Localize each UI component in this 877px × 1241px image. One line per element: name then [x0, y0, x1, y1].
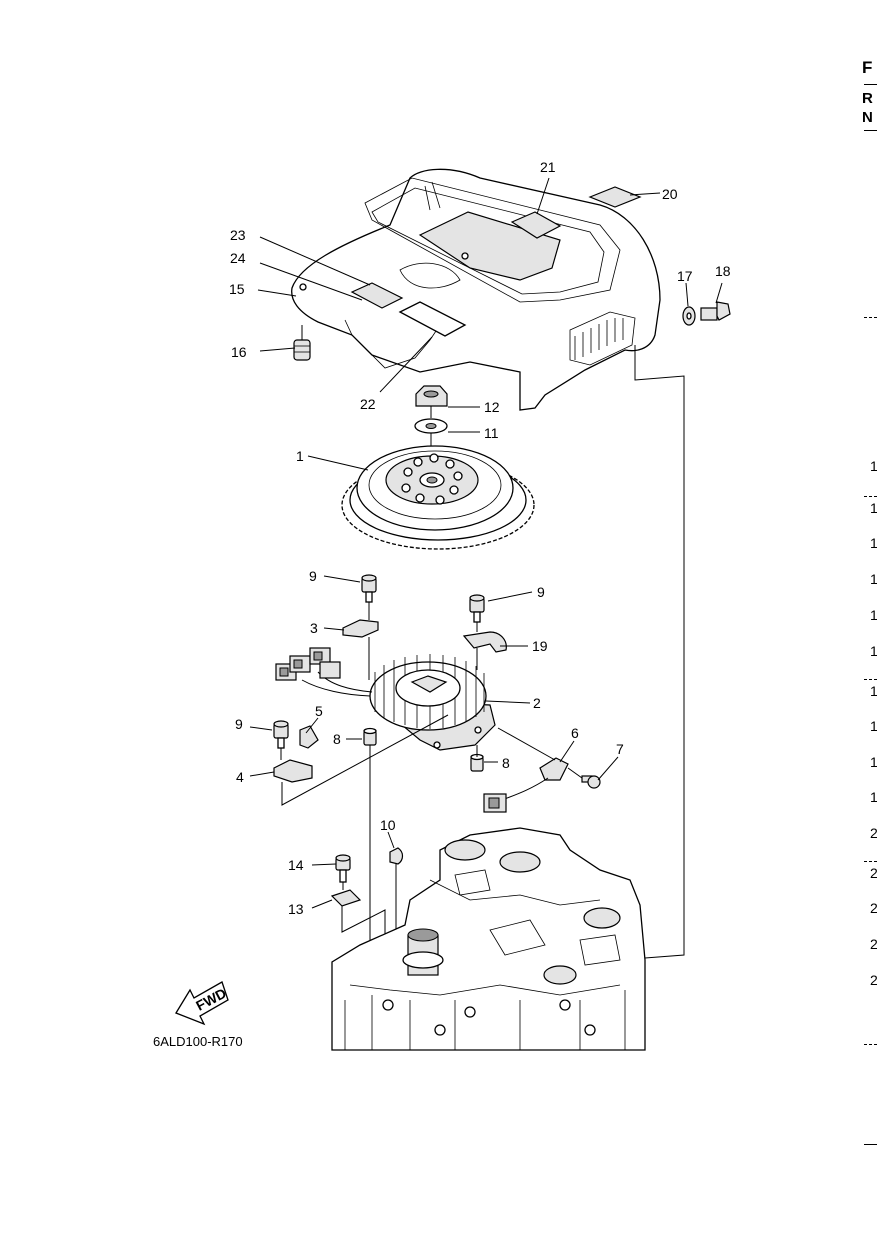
- edge-header-1: F: [862, 58, 873, 77]
- bracket-5: [299, 725, 319, 749]
- label-1: 1: [296, 448, 304, 464]
- label-4: 4: [236, 769, 244, 785]
- edge-tick: [864, 496, 877, 497]
- edge-number: 2: [870, 825, 877, 841]
- label-7: 7: [616, 741, 624, 757]
- label-21: 21: [540, 159, 556, 175]
- edge-rule-2: [864, 130, 877, 131]
- nut-12: [415, 385, 448, 407]
- edge-number: 2: [870, 936, 877, 952]
- edge-rule-1: [864, 84, 877, 85]
- label-decal-22: [398, 301, 467, 337]
- fwd-arrow-icon: FWD: [175, 981, 229, 1026]
- label-3: 3: [310, 620, 318, 636]
- woodruff-key-10: [389, 847, 404, 865]
- label-14: 14: [288, 857, 304, 873]
- edge-tick: [864, 679, 877, 680]
- label-16: 16: [231, 344, 247, 360]
- label-2: 2: [533, 695, 541, 711]
- leader-lines: [249, 177, 723, 909]
- bracket-4: [273, 759, 313, 783]
- edge-tick: [864, 1044, 877, 1045]
- edge-number: 1: [870, 683, 877, 699]
- edge-tick: [864, 861, 877, 862]
- label-12: 12: [484, 399, 500, 415]
- edge-number: 1: [870, 607, 877, 623]
- label-6: 6: [571, 725, 579, 741]
- label-17: 17: [677, 268, 693, 284]
- label-18: 18: [715, 263, 731, 279]
- label-9-left: 9: [235, 716, 243, 732]
- flywheel-cover: [291, 168, 661, 411]
- label-11: 11: [484, 425, 499, 441]
- bolt-9-top-left: [361, 574, 377, 603]
- edge-number: 1: [870, 754, 877, 770]
- lead-wire-holder-3: [342, 619, 379, 638]
- flywheel-1: [341, 445, 535, 550]
- label-8-right: 8: [502, 755, 510, 771]
- edge-tick: [864, 317, 877, 318]
- pulser-coil-6: [483, 757, 569, 813]
- edge-number: 2: [870, 865, 877, 881]
- label-decal-21: [510, 211, 562, 239]
- label-5: 5: [315, 703, 323, 719]
- bolt-18-position-leader: [634, 345, 685, 959]
- washer-11: [414, 418, 448, 434]
- dowel-pin-8-left: [363, 727, 377, 746]
- edge-number: 2: [870, 972, 877, 988]
- edge-number: 1: [870, 718, 877, 734]
- edge-header-2: R: [862, 90, 873, 107]
- label-24: 24: [230, 250, 246, 266]
- edge-number: 1: [870, 789, 877, 805]
- edge-rule-3: [864, 1144, 877, 1145]
- power-unit-cylinder-block: [331, 827, 646, 1051]
- label-22: 22: [360, 396, 376, 412]
- bolt-9-top-right: [469, 594, 485, 623]
- label-15: 15: [229, 281, 245, 297]
- label-9-top-right: 9: [537, 584, 545, 600]
- screw-7: [581, 775, 601, 789]
- bolt-18: [700, 301, 731, 321]
- edge-number: 2: [870, 900, 877, 916]
- label-10: 10: [380, 817, 396, 833]
- bolt-14: [335, 854, 351, 883]
- edge-number: 1: [870, 458, 877, 474]
- label-20: 20: [662, 186, 678, 202]
- edge-number: 1: [870, 500, 877, 516]
- edge-number: 1: [870, 535, 877, 551]
- figure-code: 6ALD100-R170: [153, 1034, 243, 1049]
- holder-19: [462, 631, 507, 653]
- label-decal-24: [350, 282, 404, 309]
- stator-assembly-2: [369, 654, 496, 751]
- bolt-9-left: [273, 720, 289, 749]
- label-decal-20: [588, 186, 642, 208]
- label-8-left: 8: [333, 731, 341, 747]
- label-9-top-left: 9: [309, 568, 317, 584]
- collar-17: [682, 306, 696, 326]
- edge-number: 1: [870, 643, 877, 659]
- holder-13: [330, 889, 362, 907]
- edge-number: 1: [870, 571, 877, 587]
- edge-header-3: N: [862, 109, 873, 126]
- stator-wire-harness: [275, 647, 373, 697]
- label-23: 23: [230, 227, 246, 243]
- grommet-16: [293, 325, 311, 361]
- label-19: 19: [532, 638, 548, 654]
- label-13: 13: [288, 901, 304, 917]
